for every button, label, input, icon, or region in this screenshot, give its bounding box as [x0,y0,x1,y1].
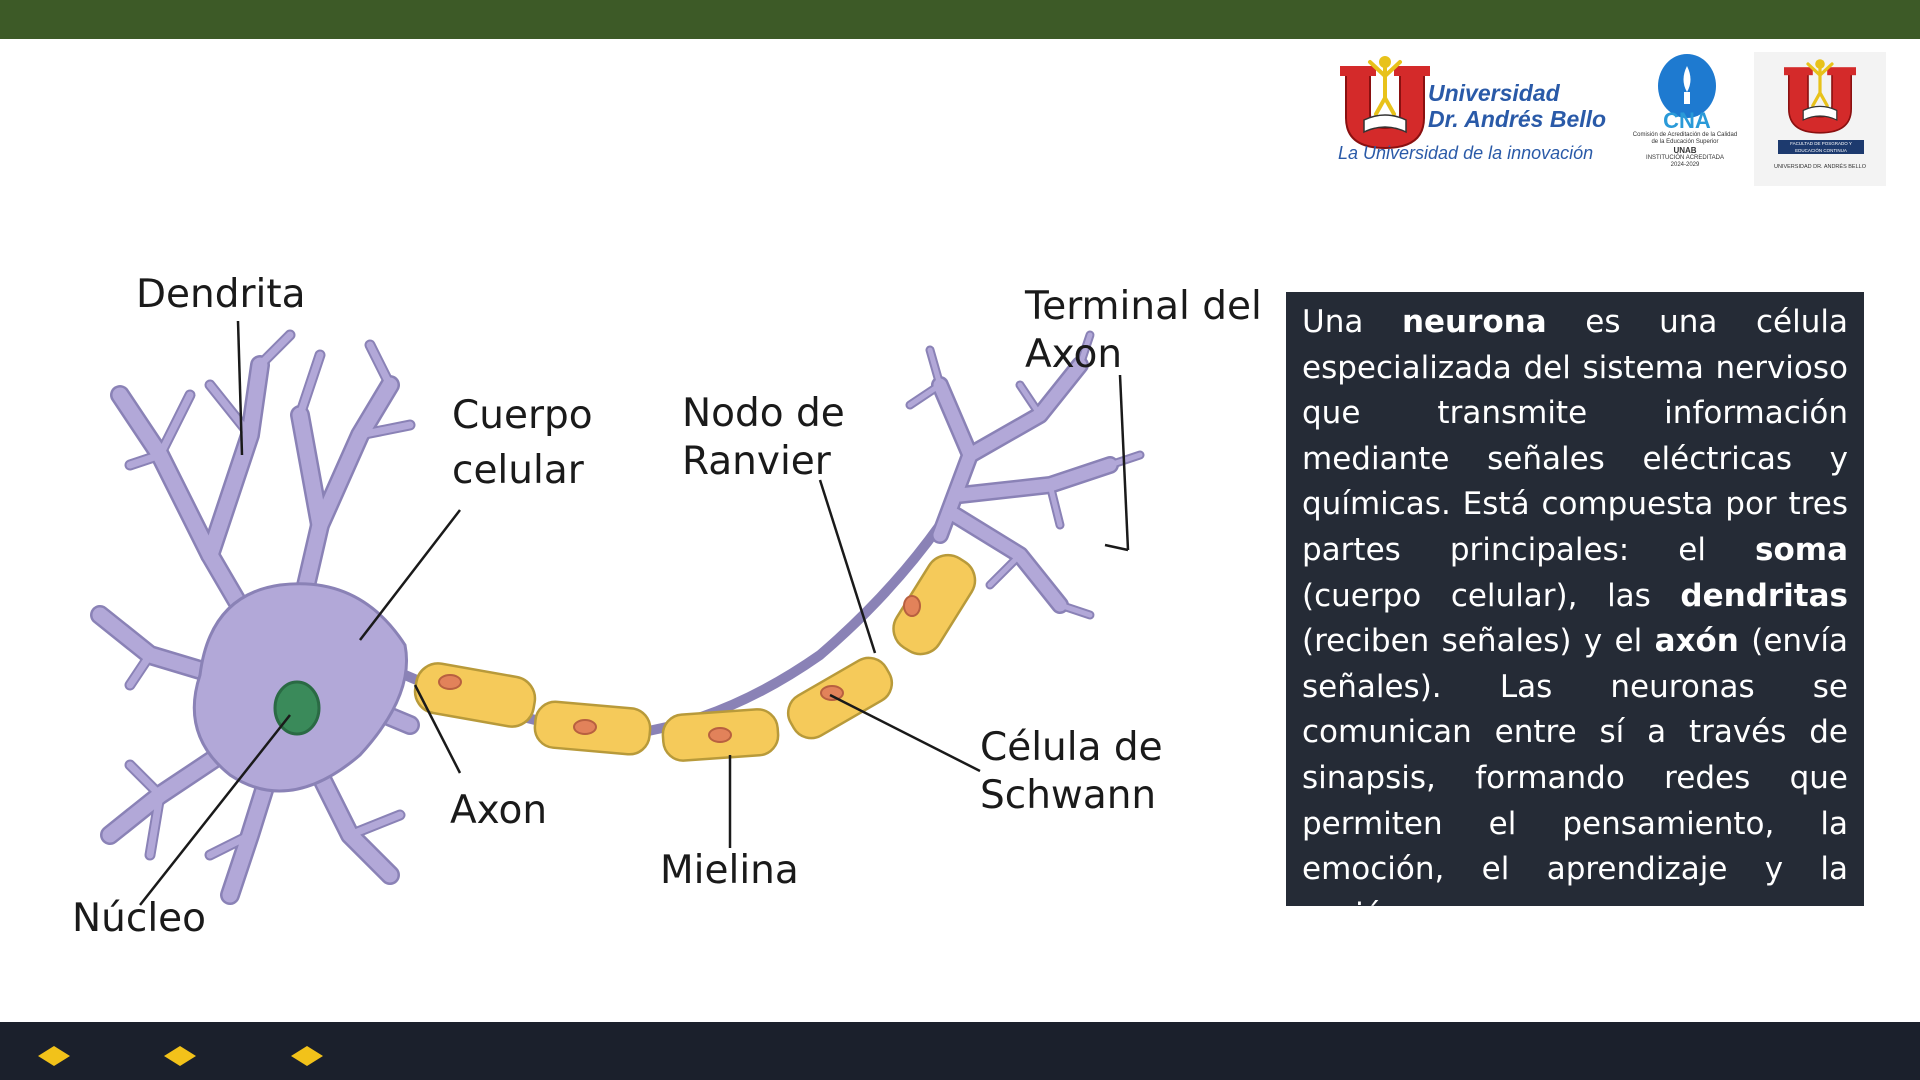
label-nodo-ranvier-2: Ranvier [682,439,831,484]
term-axon: axón [1654,623,1739,660]
label-celula-schwann-1: Célula de [980,725,1163,770]
description-box: Una neurona es una célula especializada … [1286,292,1864,933]
cna-accreditation-logo: CNA Comisión de Acreditación de la Calid… [1630,52,1740,172]
neuron-diagram: Dendrita Cuerpo celular Nodo de Ranvier … [60,255,1280,955]
diamond-icon [38,1046,70,1066]
university-name-line2: Dr. Andrés Bello [1428,106,1607,132]
unab-shield-logo [1340,56,1430,150]
faculty-name: FACULTAD DE POSGRADO Y EDUCACIÓN CONTINU… [1778,140,1864,154]
logos-area: Universidad Dr. Andrés Bello La Universi… [1330,50,1890,190]
bottom-bar [0,1022,1920,1080]
faculty-shield-icon [1784,59,1856,134]
label-nodo-ranvier-1: Nodo de [682,391,845,436]
university-name-line1: Universidad [1428,80,1560,106]
label-terminal-axon-2: Axon [1025,332,1123,377]
label-nucleo: Núcleo [72,896,207,941]
top-bar [0,0,1920,39]
diamond-icon [291,1046,323,1066]
label-axon: Axon [450,788,548,833]
faculty-university: UNIVERSIDAD DR. ANDRÉS BELLO [1774,164,1866,170]
description-text: Una neurona es una célula especializada … [1302,304,1849,933]
schwann-nuclei [438,595,921,743]
cna-description: Comisión de Acreditación de la Calidad d… [1632,132,1738,168]
diamond-icon [164,1046,196,1066]
label-mielina: Mielina [660,848,799,893]
cna-emblem-icon: CNA [1658,54,1716,132]
term-soma: soma [1755,531,1848,568]
leader-lines [139,320,1130,906]
myelin-segment [892,553,977,656]
label-cuerpo-celular-2: celular [452,448,584,493]
faculty-logo: FACULTAD DE POSGRADO Y EDUCACIÓN CONTINU… [1754,52,1886,186]
label-terminal-axon-1: Terminal del [1025,284,1262,329]
term-neurona: neurona [1401,304,1547,340]
myelin-segment [413,662,537,728]
term-dendritas: dendritas [1680,577,1848,614]
neuron-illustration [90,320,1145,906]
label-dendrita: Dendrita [136,272,306,317]
cna-acronym: CNA [1663,108,1711,132]
label-cuerpo-celular-1: Cuerpo [452,393,593,438]
university-slogan: La Universidad de la innovación [1338,143,1594,163]
label-celula-schwann-2: Schwann [980,773,1157,818]
